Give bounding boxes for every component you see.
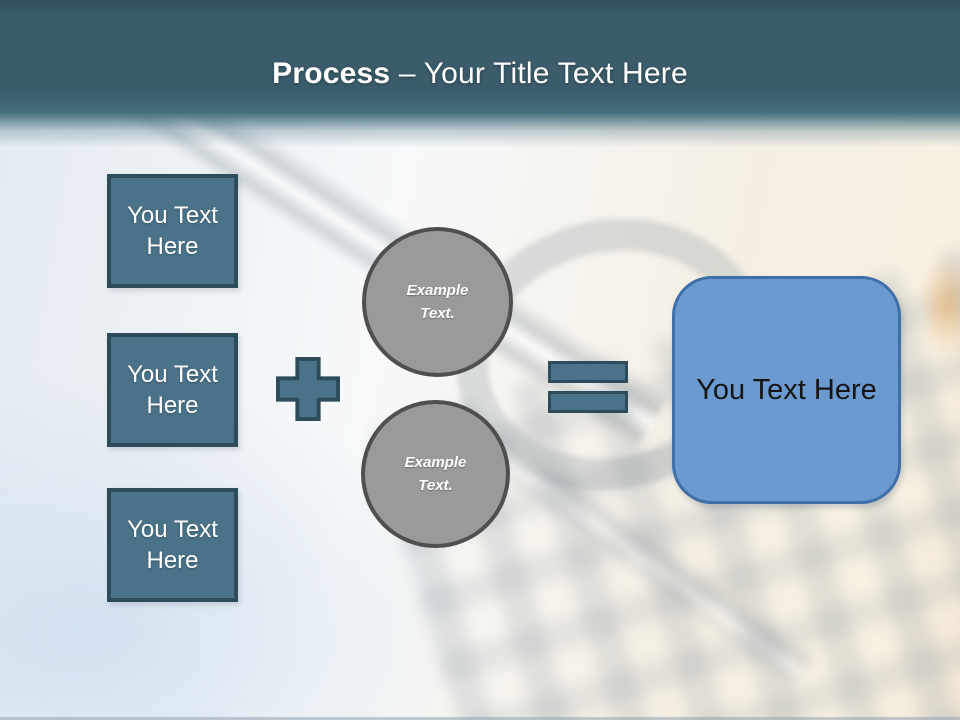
example-circle-2[interactable]: Example Text. [361,400,510,548]
equals-icon[interactable] [548,361,628,383]
input-box-2[interactable]: You Text Here [107,333,238,447]
slide-title-keyword: Process [272,57,391,90]
example-circle-1[interactable]: Example Text. [362,227,513,377]
input-box-1[interactable]: You Text Here [107,174,238,288]
result-box[interactable]: You Text Here [672,276,901,504]
input-box-3[interactable]: You Text Here [107,488,238,602]
result-box-label: You Text Here [696,373,877,406]
example-circle-2-label: Example Text. [404,454,467,494]
slide-title[interactable]: Process – Your Title Text Here [0,55,960,93]
input-box-2-label: You Text Here [127,361,218,419]
input-box-1-label: You Text Here [127,202,218,260]
equals-icon[interactable] [548,391,628,413]
plus-icon[interactable] [276,357,340,421]
background-warm-streak [920,255,960,355]
header-band [0,0,960,152]
example-circle-1-label: Example Text. [406,282,469,322]
input-box-3-label: You Text Here [127,516,218,574]
slide-title-subtitle: – Your Title Text Here [390,57,688,90]
